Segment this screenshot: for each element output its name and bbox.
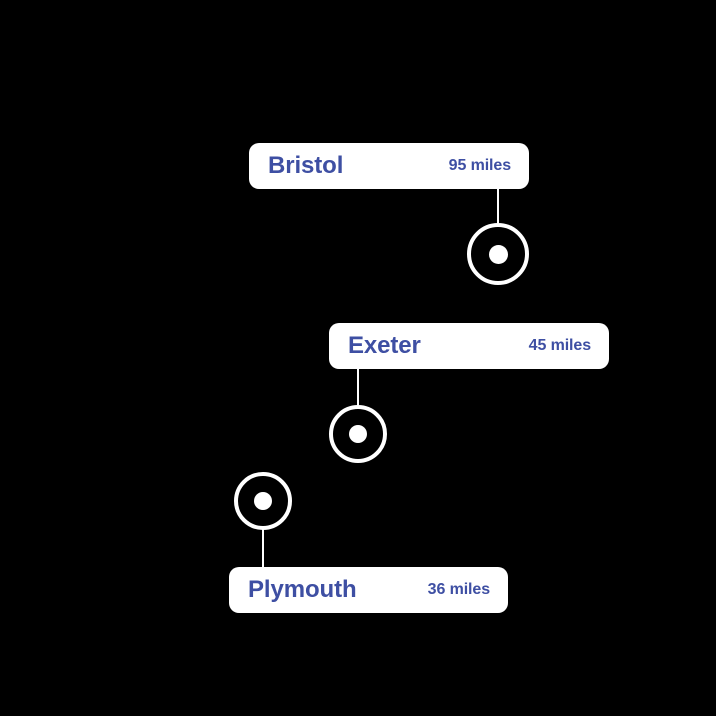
connector-line-exeter [357, 366, 359, 406]
map-label-place-name: Exeter [348, 332, 421, 359]
map-label-distance: 45 miles [528, 337, 591, 354]
map-marker-dot-icon [488, 244, 508, 264]
map-label-card-plymouth[interactable]: Plymouth 36 miles [229, 567, 508, 613]
map-label-place-name: Bristol [268, 152, 344, 179]
map-label-card-bristol[interactable]: Bristol 95 miles [249, 143, 529, 189]
map-marker-dot-icon [254, 492, 272, 510]
map-label-card-exeter[interactable]: Exeter 45 miles [329, 323, 609, 369]
map-label-place-name: Plymouth [248, 576, 357, 603]
connector-line-plymouth [262, 528, 264, 570]
connector-line-bristol [497, 186, 499, 224]
map-marker-bristol[interactable] [467, 223, 529, 285]
map-label-distance: 95 miles [448, 157, 511, 174]
map-label-distance: 36 miles [427, 581, 490, 598]
map-marker-plymouth[interactable] [234, 472, 292, 530]
map-marker-dot-icon [349, 425, 367, 443]
map-marker-exeter[interactable] [329, 405, 387, 463]
